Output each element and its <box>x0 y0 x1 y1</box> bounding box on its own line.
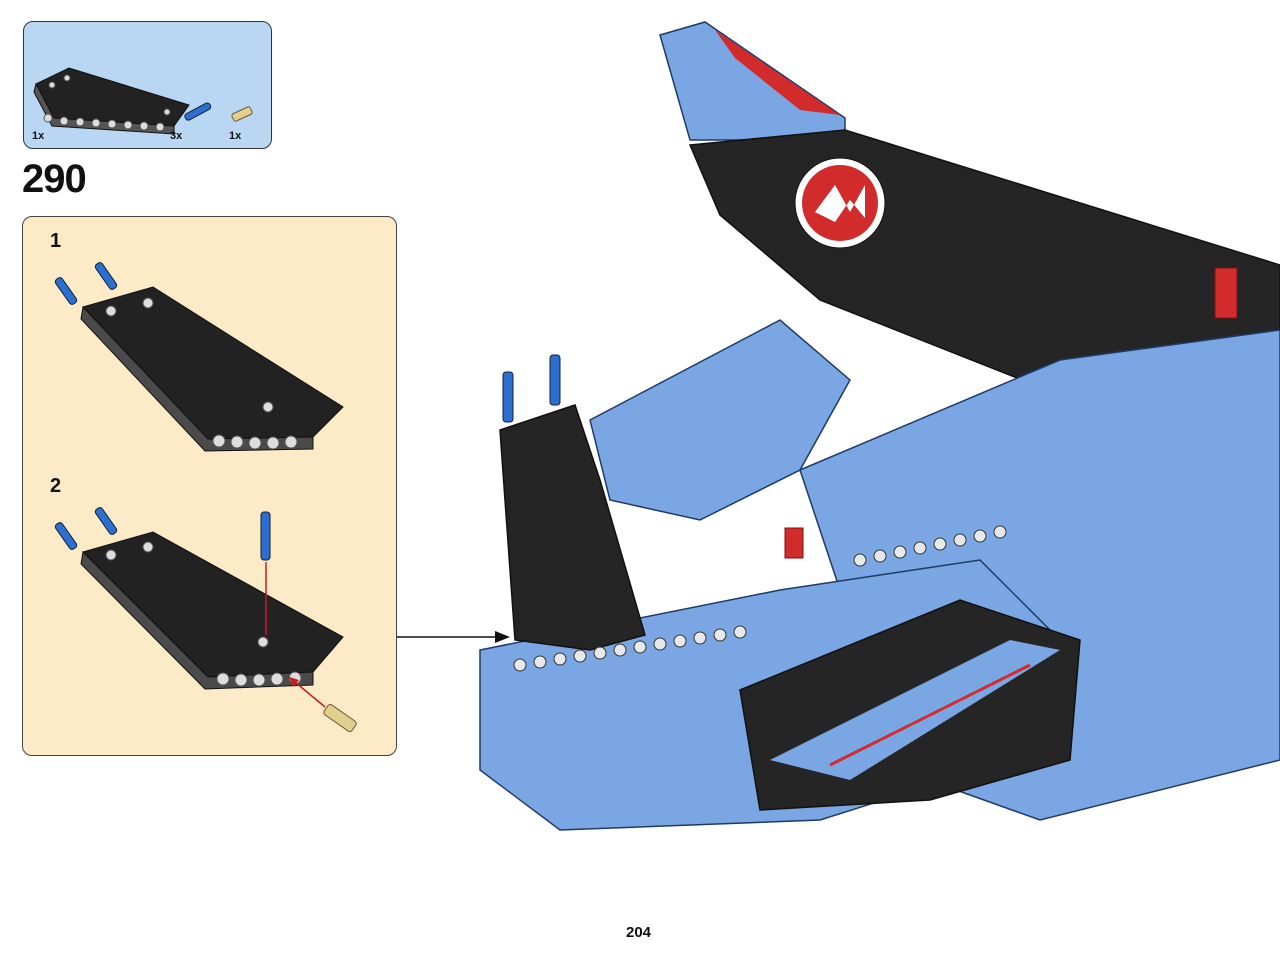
sub-assembly-callout: 1 2 <box>22 216 397 756</box>
blue-pin-part-icon <box>184 102 212 121</box>
parts-list-callout: 1x 3x 1x <box>23 21 272 149</box>
tan-pin-quantity: 1x <box>229 130 242 142</box>
substep-2-tan-pin <box>323 704 357 732</box>
black-panel-part-icon <box>33 67 190 135</box>
red-detail-parts <box>784 267 1238 559</box>
side-decal-panel <box>739 599 1081 811</box>
substep-2-inserted-blue-pin <box>260 511 271 561</box>
substep-2-label: 2 <box>50 475 62 497</box>
step-number: 290 <box>22 157 87 201</box>
blue-pin-quantity: 3x <box>170 130 183 142</box>
black-wing-panel <box>688 129 1280 421</box>
tan-pin-part-icon <box>231 106 253 122</box>
tail-fin <box>659 21 846 141</box>
parts-illustration <box>33 67 253 135</box>
substep-1-blue-pins <box>54 262 118 305</box>
substep-1-panel-illustration <box>54 262 344 452</box>
substep-2-panel-illustration <box>54 507 357 732</box>
black-panel-quantity: 1x <box>32 130 45 142</box>
substep-2-blue-pins <box>54 507 118 550</box>
substep-1-label: 1 <box>50 230 62 252</box>
page-number: 204 <box>626 924 652 941</box>
sub-assembly-illustration <box>54 262 357 732</box>
beam-holes <box>513 525 1007 672</box>
upright-black-panel <box>499 354 646 651</box>
